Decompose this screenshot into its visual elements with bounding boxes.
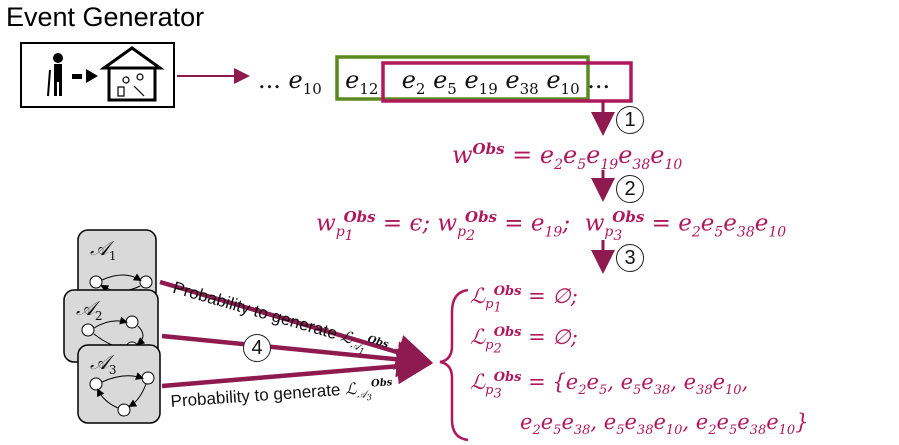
automaton-label-a1: 𝒜1 xyxy=(90,236,117,263)
language-p1: ℒp1Obs = ∅; xyxy=(470,284,578,316)
automaton-a3 xyxy=(77,344,161,424)
automaton-label-a2: 𝒜2 xyxy=(76,296,103,323)
language-p3-line2: e2e5e38, e5e38e10, e2e5e38e10} xyxy=(520,410,809,439)
step-3-marker: 3 xyxy=(616,244,644,272)
green-window xyxy=(335,55,590,101)
language-p2: ℒp2Obs = ∅; xyxy=(470,325,578,357)
w-obs-equation: wObs = e2e5e19e38e10 xyxy=(452,140,683,173)
seq-event-1: 10 xyxy=(302,79,322,98)
prob-arrow-a3 xyxy=(161,348,433,389)
diagram-title: Event Generator xyxy=(6,2,205,32)
step-1-marker: 1 xyxy=(616,106,644,134)
step-2-marker: 2 xyxy=(616,175,644,203)
event-generator-box xyxy=(20,42,175,108)
automaton-label-a3: 𝒜3 xyxy=(90,350,117,377)
prob-arrow-a2 xyxy=(161,333,433,378)
language-brace xyxy=(439,288,469,442)
event-sequence: ... e10 e12 e2 e5 e19 e38 e10 ... xyxy=(258,66,611,98)
person-to-house-icon xyxy=(47,46,165,102)
partition-equations: wp1Obs = ϵ; wp2Obs = e19; wp3Obs = e2e5e… xyxy=(316,208,787,245)
pink-window xyxy=(381,61,633,103)
step-4-marker: 4 xyxy=(243,334,271,362)
language-p3-line1: ℒp3Obs = {e2e5, e5e38, e38e10, xyxy=(470,370,749,402)
prob-arrow-a1 xyxy=(159,279,433,370)
